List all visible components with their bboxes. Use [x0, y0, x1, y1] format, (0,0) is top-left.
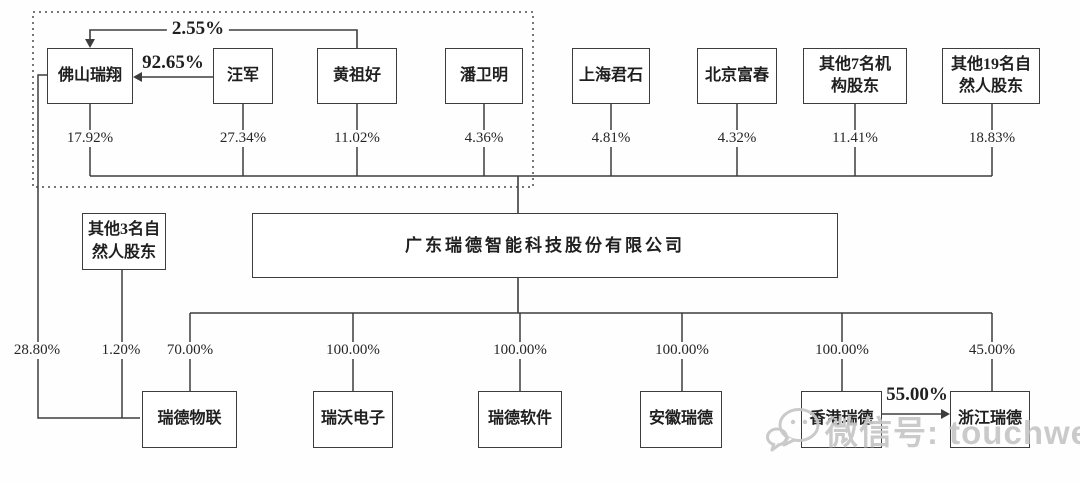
- shareholder-box-other-19-natural: 其他19名自然人股东: [942, 48, 1040, 104]
- pct-ruide-iot: 70.00%: [163, 342, 217, 359]
- shareholder-box-other-3-natural: 其他3名自然人股东: [82, 213, 166, 270]
- watermark: 微信号: touchweb: [766, 406, 1080, 454]
- pct-anhui-ruide: 100.00%: [652, 342, 712, 359]
- pct-foshan-ruixiang: 17.92%: [63, 130, 117, 147]
- shareholder-box-other-7-institutional: 其他7名机构股东: [803, 48, 907, 104]
- shareholder-box-beijing-fuchun: 北京富春: [697, 48, 777, 104]
- pct-panweiming: 4.36%: [461, 130, 507, 147]
- pct-wangjun: 27.34%: [216, 130, 270, 147]
- shareholder-box-foshan-ruixiang: 佛山瑞翔: [47, 48, 133, 104]
- arrow-label-92-65: 92.65%: [142, 52, 204, 73]
- pct-other-19-natural: 18.83%: [965, 130, 1019, 147]
- subsidiary-box-ruide-iot: 瑞德物联: [142, 391, 237, 448]
- subsidiary-box-ruide-software: 瑞德软件: [478, 391, 562, 448]
- subsidiary-box-ruiwo-electronics: 瑞沃电子: [313, 391, 393, 448]
- shareholder-box-panweiming: 潘卫明: [445, 48, 523, 104]
- subsidiary-box-zhejiang-ruide: 浙江瑞德: [950, 391, 1030, 448]
- pct-huangzuhao: 11.02%: [331, 130, 383, 147]
- pct-zhejiang-ruide: 45.00%: [965, 342, 1019, 359]
- pct-foshan-to-iot: 28.80%: [10, 342, 64, 359]
- foshan-to-iot-line: [37, 74, 140, 419]
- pct-ruide-software: 100.00%: [490, 342, 550, 359]
- pct-shanghai-junshi: 4.81%: [588, 130, 634, 147]
- pct-ruiwo-electronics: 100.00%: [323, 342, 383, 359]
- founders-group-dotted-box: [32, 11, 534, 188]
- pct-beijing-fuchun: 4.32%: [714, 130, 760, 147]
- pct-other-7-institutional: 11.41%: [829, 130, 881, 147]
- subsidiary-box-hongkong-ruide: 香港瑞德: [801, 391, 882, 448]
- company-box: 广东瑞德智能科技股份有限公司: [252, 213, 838, 278]
- shareholder-box-shanghai-junshi: 上海君石: [572, 48, 650, 104]
- shareholder-box-huangzuhao: 黄祖好: [317, 48, 397, 104]
- arrow-92-65-head: [133, 72, 142, 82]
- pct-hongkong-ruide: 100.00%: [812, 342, 872, 359]
- arrow-2-55-head: [85, 39, 95, 48]
- pct-others3-to-iot: 1.20%: [98, 342, 144, 359]
- arrow-55-head: [941, 409, 950, 419]
- arrow-label-55: 55.00%: [886, 384, 948, 405]
- shareholder-box-wangjun: 汪军: [213, 48, 273, 104]
- subsidiary-box-anhui-ruide: 安徽瑞德: [640, 391, 722, 448]
- watermark-text: 微信号: touchweb: [825, 414, 1080, 451]
- arrow-label-2-55: 2.55%: [166, 18, 230, 40]
- wechat-icon: [766, 406, 820, 454]
